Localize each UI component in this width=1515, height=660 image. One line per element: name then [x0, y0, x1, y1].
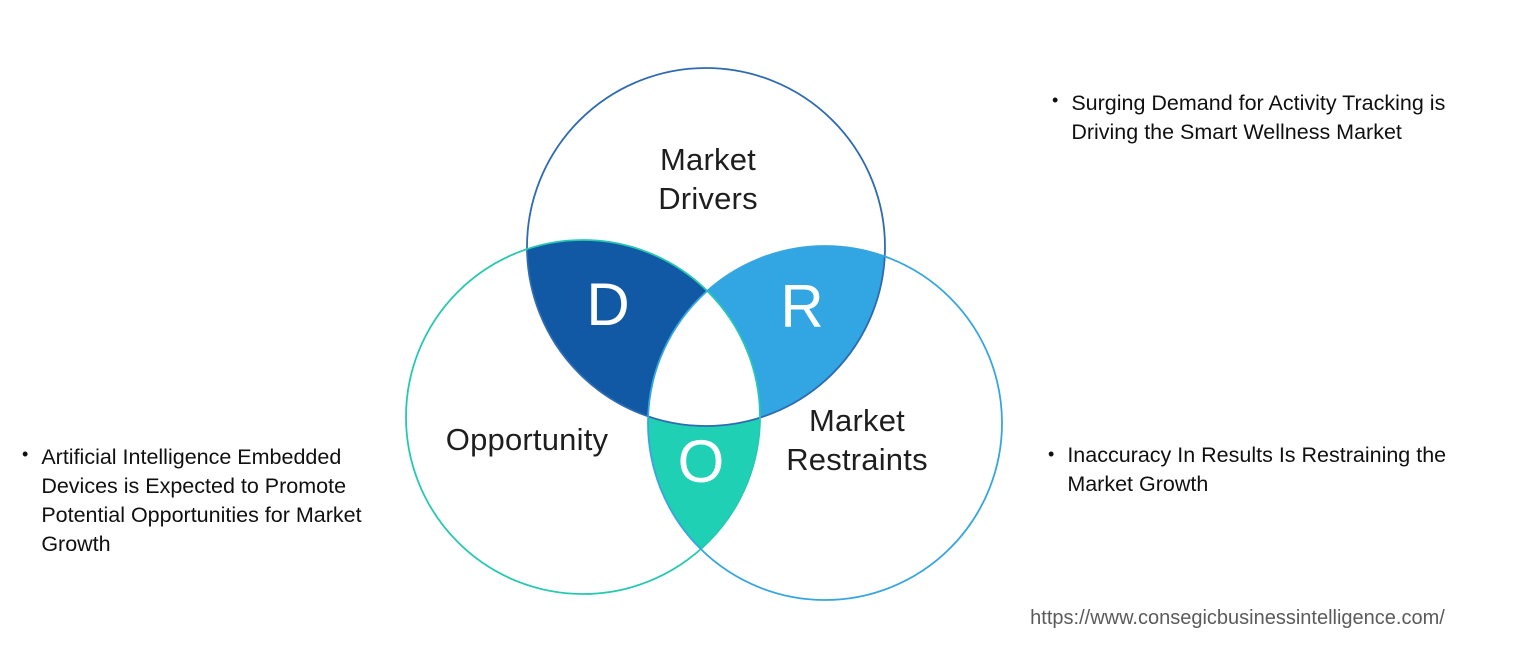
- bullet-restraint-text: Inaccuracy In Results Is Restraining the…: [1067, 443, 1447, 496]
- bullet-opportunity-text: Artificial Intelligence Embedded Devices…: [41, 445, 362, 556]
- bullet-opportunity: • Artificial Intelligence Embedded Devic…: [22, 443, 422, 559]
- overlap-triple-center: [648, 246, 760, 426]
- bullet-icon: •: [1048, 444, 1055, 464]
- restraints-letter: R: [780, 273, 824, 340]
- opportunity-circle-outline: [405, 239, 761, 595]
- opportunity-label: Opportunity: [445, 422, 609, 457]
- source-url[interactable]: https://www.consegicbusinessintelligence…: [1030, 607, 1445, 629]
- drivers-label: Market Drivers: [658, 142, 758, 216]
- opportunity-letter: O: [677, 428, 725, 495]
- bullet-icon: •: [22, 444, 29, 464]
- bullet-driver: • Surging Demand for Activity Tracking i…: [1052, 89, 1497, 147]
- bullet-restraint: • Inaccuracy In Results Is Restraining t…: [1048, 441, 1478, 499]
- bullet-driver-text: Surging Demand for Activity Tracking is …: [1071, 91, 1446, 144]
- drivers-circle-outline: [526, 67, 886, 427]
- drivers-letter: D: [586, 271, 630, 338]
- restraints-label: Market Restraints: [786, 403, 928, 477]
- bullet-icon: •: [1052, 90, 1059, 110]
- restraints-circle-outline: [647, 245, 1003, 601]
